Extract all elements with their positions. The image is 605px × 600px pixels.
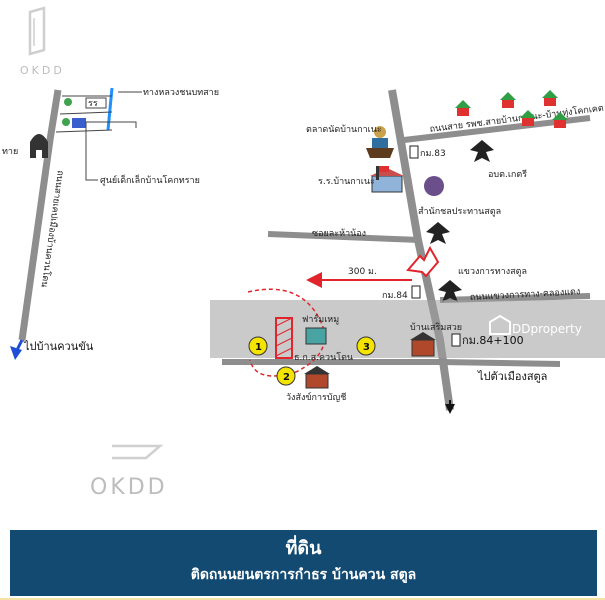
okdd-watermark-logo-top: OKDD [20,6,65,77]
distance-arrow-icon [306,245,440,288]
km83-label: กม.83 [420,149,446,159]
school-label: ร.ร.บ้านกาเนะ [318,176,375,187]
distance-label: 300 ม. [348,267,377,277]
market-label: ตลาดนัดบ้านกาเนะ [306,124,382,135]
svg-text:2: 2 [283,372,290,383]
okdd-watermark-text-top: OKDD [20,64,65,77]
left-place-label: ศูนย์เด็กเล็กบ้านโคกทราย [100,173,200,186]
marker-2: 2 [276,366,296,386]
pharmacy-label: ฟาร์มเหมู [302,313,339,325]
to-ban-khuan-label: ไปบ้านควนขัน [23,340,94,353]
km84-100-label: กม.84+100 [462,334,524,347]
km84-post-icon [411,285,421,299]
okdd-watermark-logo-center: OKDD [90,444,168,500]
temple-icon [424,176,444,196]
garuda-emblem-highway-icon [438,280,462,302]
okdd-watermark-text-center: OKDD [90,475,168,500]
left-top-label: ทางหลวงชนบทสาย [143,88,219,98]
house-sign-label: บ้านเสริมสวย [410,322,462,333]
ddproperty-logo: DDproperty [489,314,582,336]
account-office-label: วังสังข์การบัญชี [286,391,346,403]
listing-subtitle: ติดถนนยนตรการกำธร บ้านควน สตูล [190,567,417,583]
mosque-icon [30,134,48,158]
listing-title: ที่ดิน [285,538,322,559]
ddproperty-text: DDproperty [512,322,582,336]
location-map: OKDD รร ทางหลวงชนบทสาย ศูนย์เด็กเล็กบ้าน… [2,6,605,500]
svg-text:1: 1 [255,342,262,353]
bottom-accent-line [0,598,605,600]
garuda-emblem-office-icon [426,222,450,244]
soi-label: ซอยละห้าน้อง [312,228,366,239]
km-post-icon [409,145,419,159]
arrow-down-icon [10,346,22,360]
svg-text:รร: รร [88,99,98,109]
garuda-emblem-icon [470,140,494,162]
km84-label: กม.84 [382,291,408,301]
km84-100-post-icon [451,333,461,347]
obt-label: อบต.เกตรี [488,169,527,180]
to-satun-label: ไปตัวเมืองสตูล [477,370,547,383]
account-office-icon [304,366,330,389]
marker-1: 1 [248,336,268,356]
houses-icon [455,90,568,128]
highway-office-label: แขวงการทางสตูล [458,267,527,277]
svg-text:3: 3 [363,342,370,353]
shop-icon [410,332,436,357]
market-icon [366,126,394,158]
school-icon [370,166,404,193]
marker-3: 3 [356,336,376,356]
arrow-down-satun-icon [445,404,455,414]
listing-banner: ที่ดิน ติดถนนยนตรการกำธร บ้านควน สตูล [10,530,597,596]
bank-label: ธ.ก.ส.ควนโดน [294,352,353,363]
farm-building-icon [305,327,327,345]
left-side-label: ทาย [2,147,18,157]
satun-office-label: สำนักชลประทานสตูล [418,206,501,217]
left-inset-map: รร ทางหลวงชนบทสาย ศูนย์เด็กเล็กบ้านโคกทร… [2,87,219,360]
main-roads [222,89,591,414]
